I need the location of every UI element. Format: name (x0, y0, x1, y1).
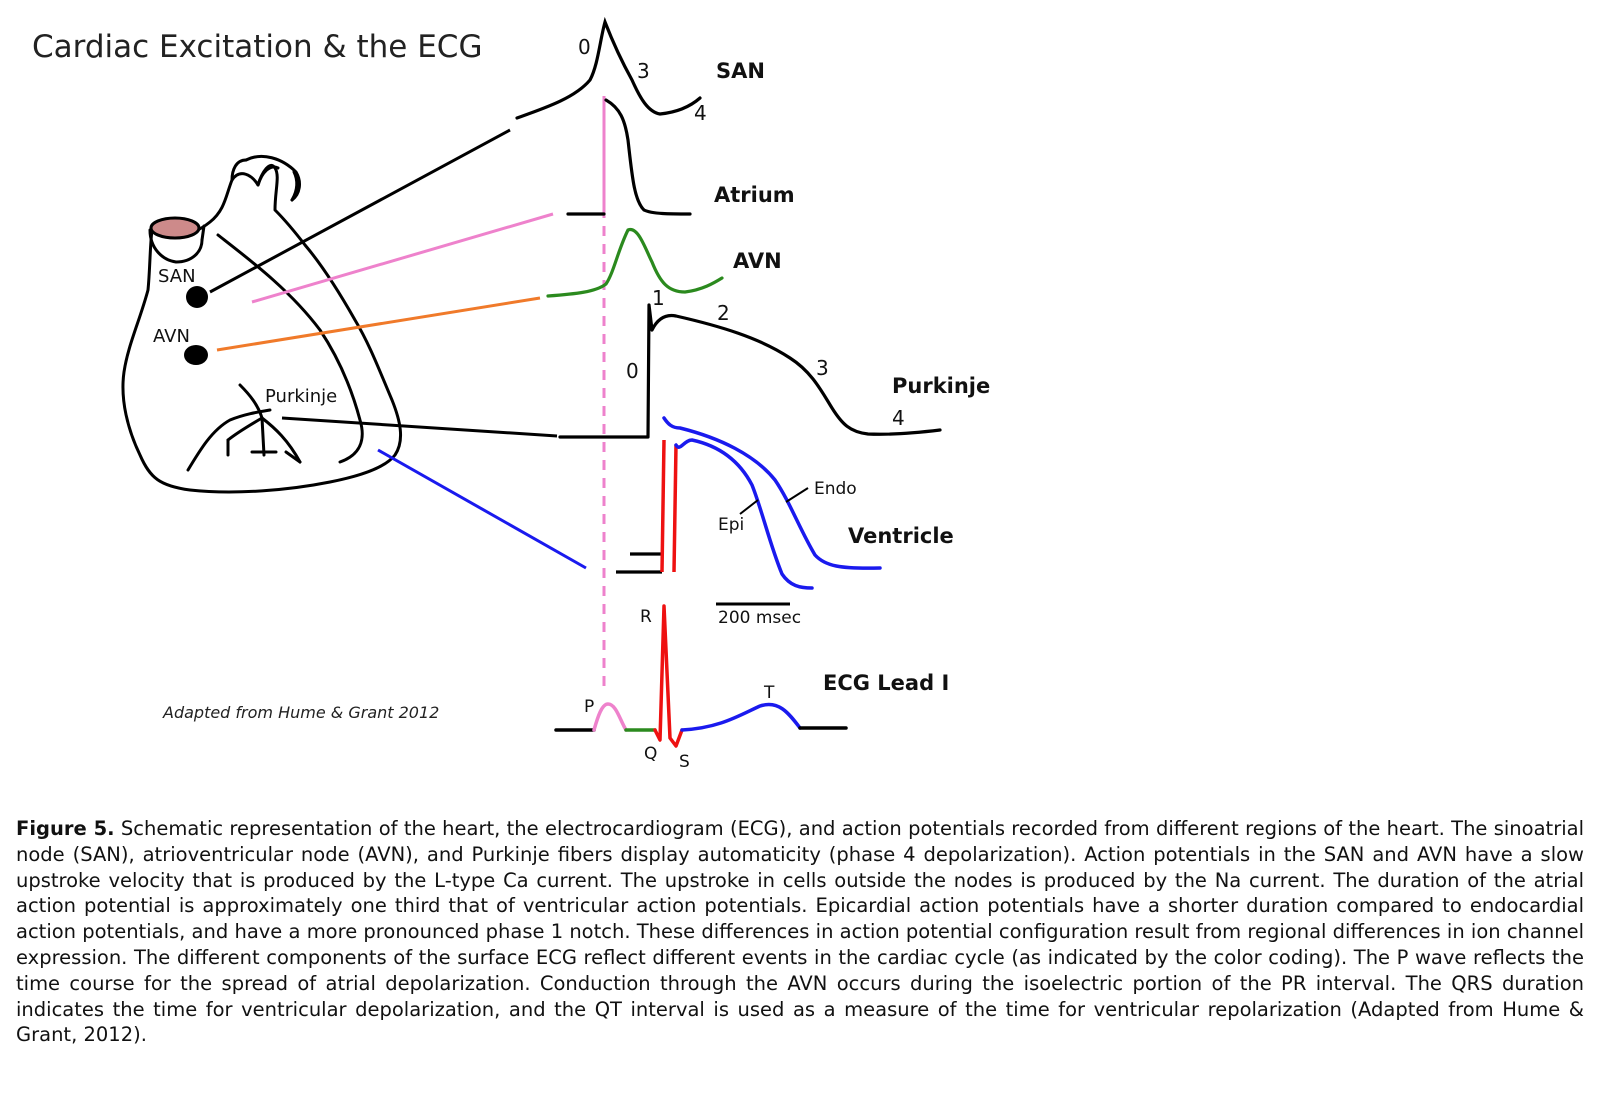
san-trace (515, 16, 702, 120)
ventricle-endo-trace (662, 416, 882, 570)
purkinje-phase-2: 2 (717, 301, 730, 325)
figure-number: Figure 5. (16, 817, 115, 840)
trace-label-san: SAN (716, 59, 765, 83)
san-node (186, 286, 208, 308)
avn-trace (546, 228, 724, 298)
purkinje-phase-0: 0 (626, 359, 639, 383)
endo-label: Endo (814, 479, 857, 499)
heart-label-avn: AVN (153, 326, 190, 347)
purkinje-phase-4: 4 (892, 406, 905, 430)
trace-label-purkinje: Purkinje (892, 374, 990, 398)
connector-san (209, 128, 511, 294)
endo-pointer (785, 487, 809, 503)
trace-label-atrium: Atrium (714, 183, 795, 207)
epi-label: Epi (718, 515, 744, 535)
adaptation-credit: Adapted from Hume & Grant 2012 (162, 703, 439, 722)
trace-label-ecg: ECG Lead I (823, 671, 949, 695)
heart-outline (121, 155, 403, 494)
epi-pointer (739, 499, 759, 515)
purkinje-fibers (226, 383, 302, 464)
purkinje-trace (558, 303, 942, 439)
ecg-label-q: Q (644, 744, 657, 764)
heart-label-purkinje: Purkinje (265, 386, 337, 407)
cardiac-ecg-diagram: Cardiac Excitation & the ECG SAN AVN Pur… (32, 16, 990, 772)
ventricle-baseline (616, 552, 662, 574)
ecg-label-p: P (584, 697, 594, 717)
ecg-label-s: S (679, 752, 690, 772)
vessel-opening (149, 216, 201, 240)
connector-avn (216, 296, 541, 352)
san-phase-0: 0 (578, 35, 591, 59)
connector-purkinje (281, 416, 558, 438)
figure-caption: Figure 5. Schematic representation of th… (16, 816, 1584, 1048)
avn-node (184, 345, 208, 365)
ecg-trace (554, 604, 848, 748)
purkinje-phase-1: 1 (652, 286, 665, 310)
ecg-label-t: T (763, 683, 775, 703)
ecg-label-r: R (640, 607, 652, 627)
ventricle-epi-trace (674, 438, 814, 590)
san-phase-4: 4 (694, 101, 707, 125)
heart-label-san: SAN (158, 266, 196, 287)
caption-text: Schematic representation of the heart, t… (16, 817, 1584, 1047)
scale-bar-label: 200 msec (718, 608, 801, 628)
atrium-trace (566, 98, 692, 216)
trace-label-ventricle: Ventricle (848, 524, 954, 548)
connector-atrium (251, 212, 554, 304)
connector-ventricle (377, 448, 587, 570)
purkinje-phase-3: 3 (816, 356, 829, 380)
san-phase-3: 3 (637, 59, 650, 83)
diagram-title: Cardiac Excitation & the ECG (32, 29, 482, 65)
ventricle-upstroke (660, 439, 678, 573)
trace-label-avn: AVN (733, 249, 782, 273)
